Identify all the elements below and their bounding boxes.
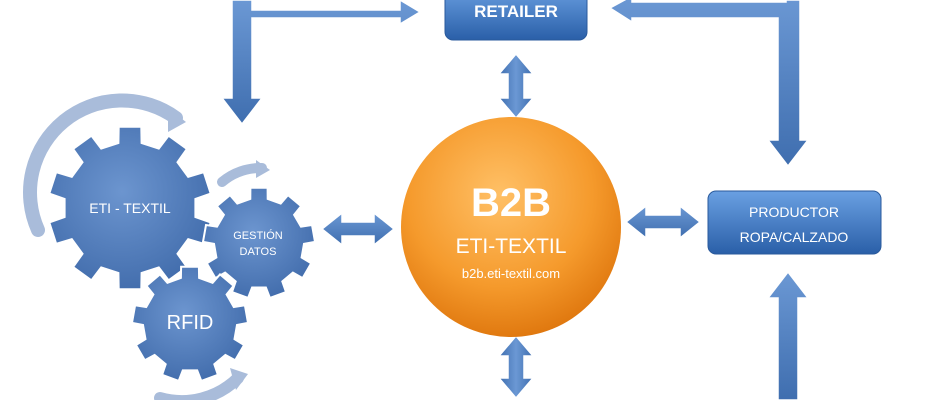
arrow-gears-hub [320, 211, 396, 247]
gear-gestion-datos [201, 186, 317, 300]
productor-label-line1: PRODUCTOR [749, 204, 839, 220]
retailer-label: RETAILER [474, 2, 558, 21]
gear-rfid [130, 265, 250, 383]
gear-eti-label: ETI - TEXTIL [89, 200, 171, 216]
arrow-retailer-to-gears [220, 0, 422, 126]
swirl-top-left-head [168, 108, 186, 132]
b2b-hub: B2B ETI-TEXTIL b2b.eti-textil.com [401, 117, 621, 337]
gears-group: ETI - TEXTIL GESTIÓN DATOS RFID [48, 125, 317, 383]
productor-label-line2: ROPA/CALZADO [740, 229, 849, 245]
swirl-bottom-head [230, 368, 248, 390]
retailer-node: RETAILER [444, 0, 588, 41]
swirl-bottom [154, 372, 244, 400]
gear-rfid-label: RFID [167, 312, 214, 334]
arrow-retailer-hub [497, 52, 535, 120]
arrow-hub-bottom [497, 334, 535, 400]
hub-url: b2b.eti-textil.com [462, 266, 560, 281]
productor-node: PRODUCTOR ROPA/CALZADO [707, 190, 882, 255]
swirl-top-left [23, 93, 183, 237]
gear-eti-textil [48, 125, 212, 291]
hub-title: B2B [471, 181, 551, 225]
arrow-hub-productor [624, 204, 702, 240]
arrow-bottom-to-productor [766, 270, 810, 400]
gear-eti-shape [48, 125, 212, 291]
gear-gestion-label-line2: DATOS [240, 246, 277, 258]
gear-gestion-shape [201, 186, 317, 300]
gear-rfid-shape [130, 265, 250, 383]
gear-gestion-label-line1: GESTIÓN [233, 229, 283, 242]
swirl-gestion-head [256, 160, 270, 178]
arrow-retailer-to-productor [608, 0, 810, 168]
hub-subtitle: ETI-TEXTIL [456, 235, 567, 258]
